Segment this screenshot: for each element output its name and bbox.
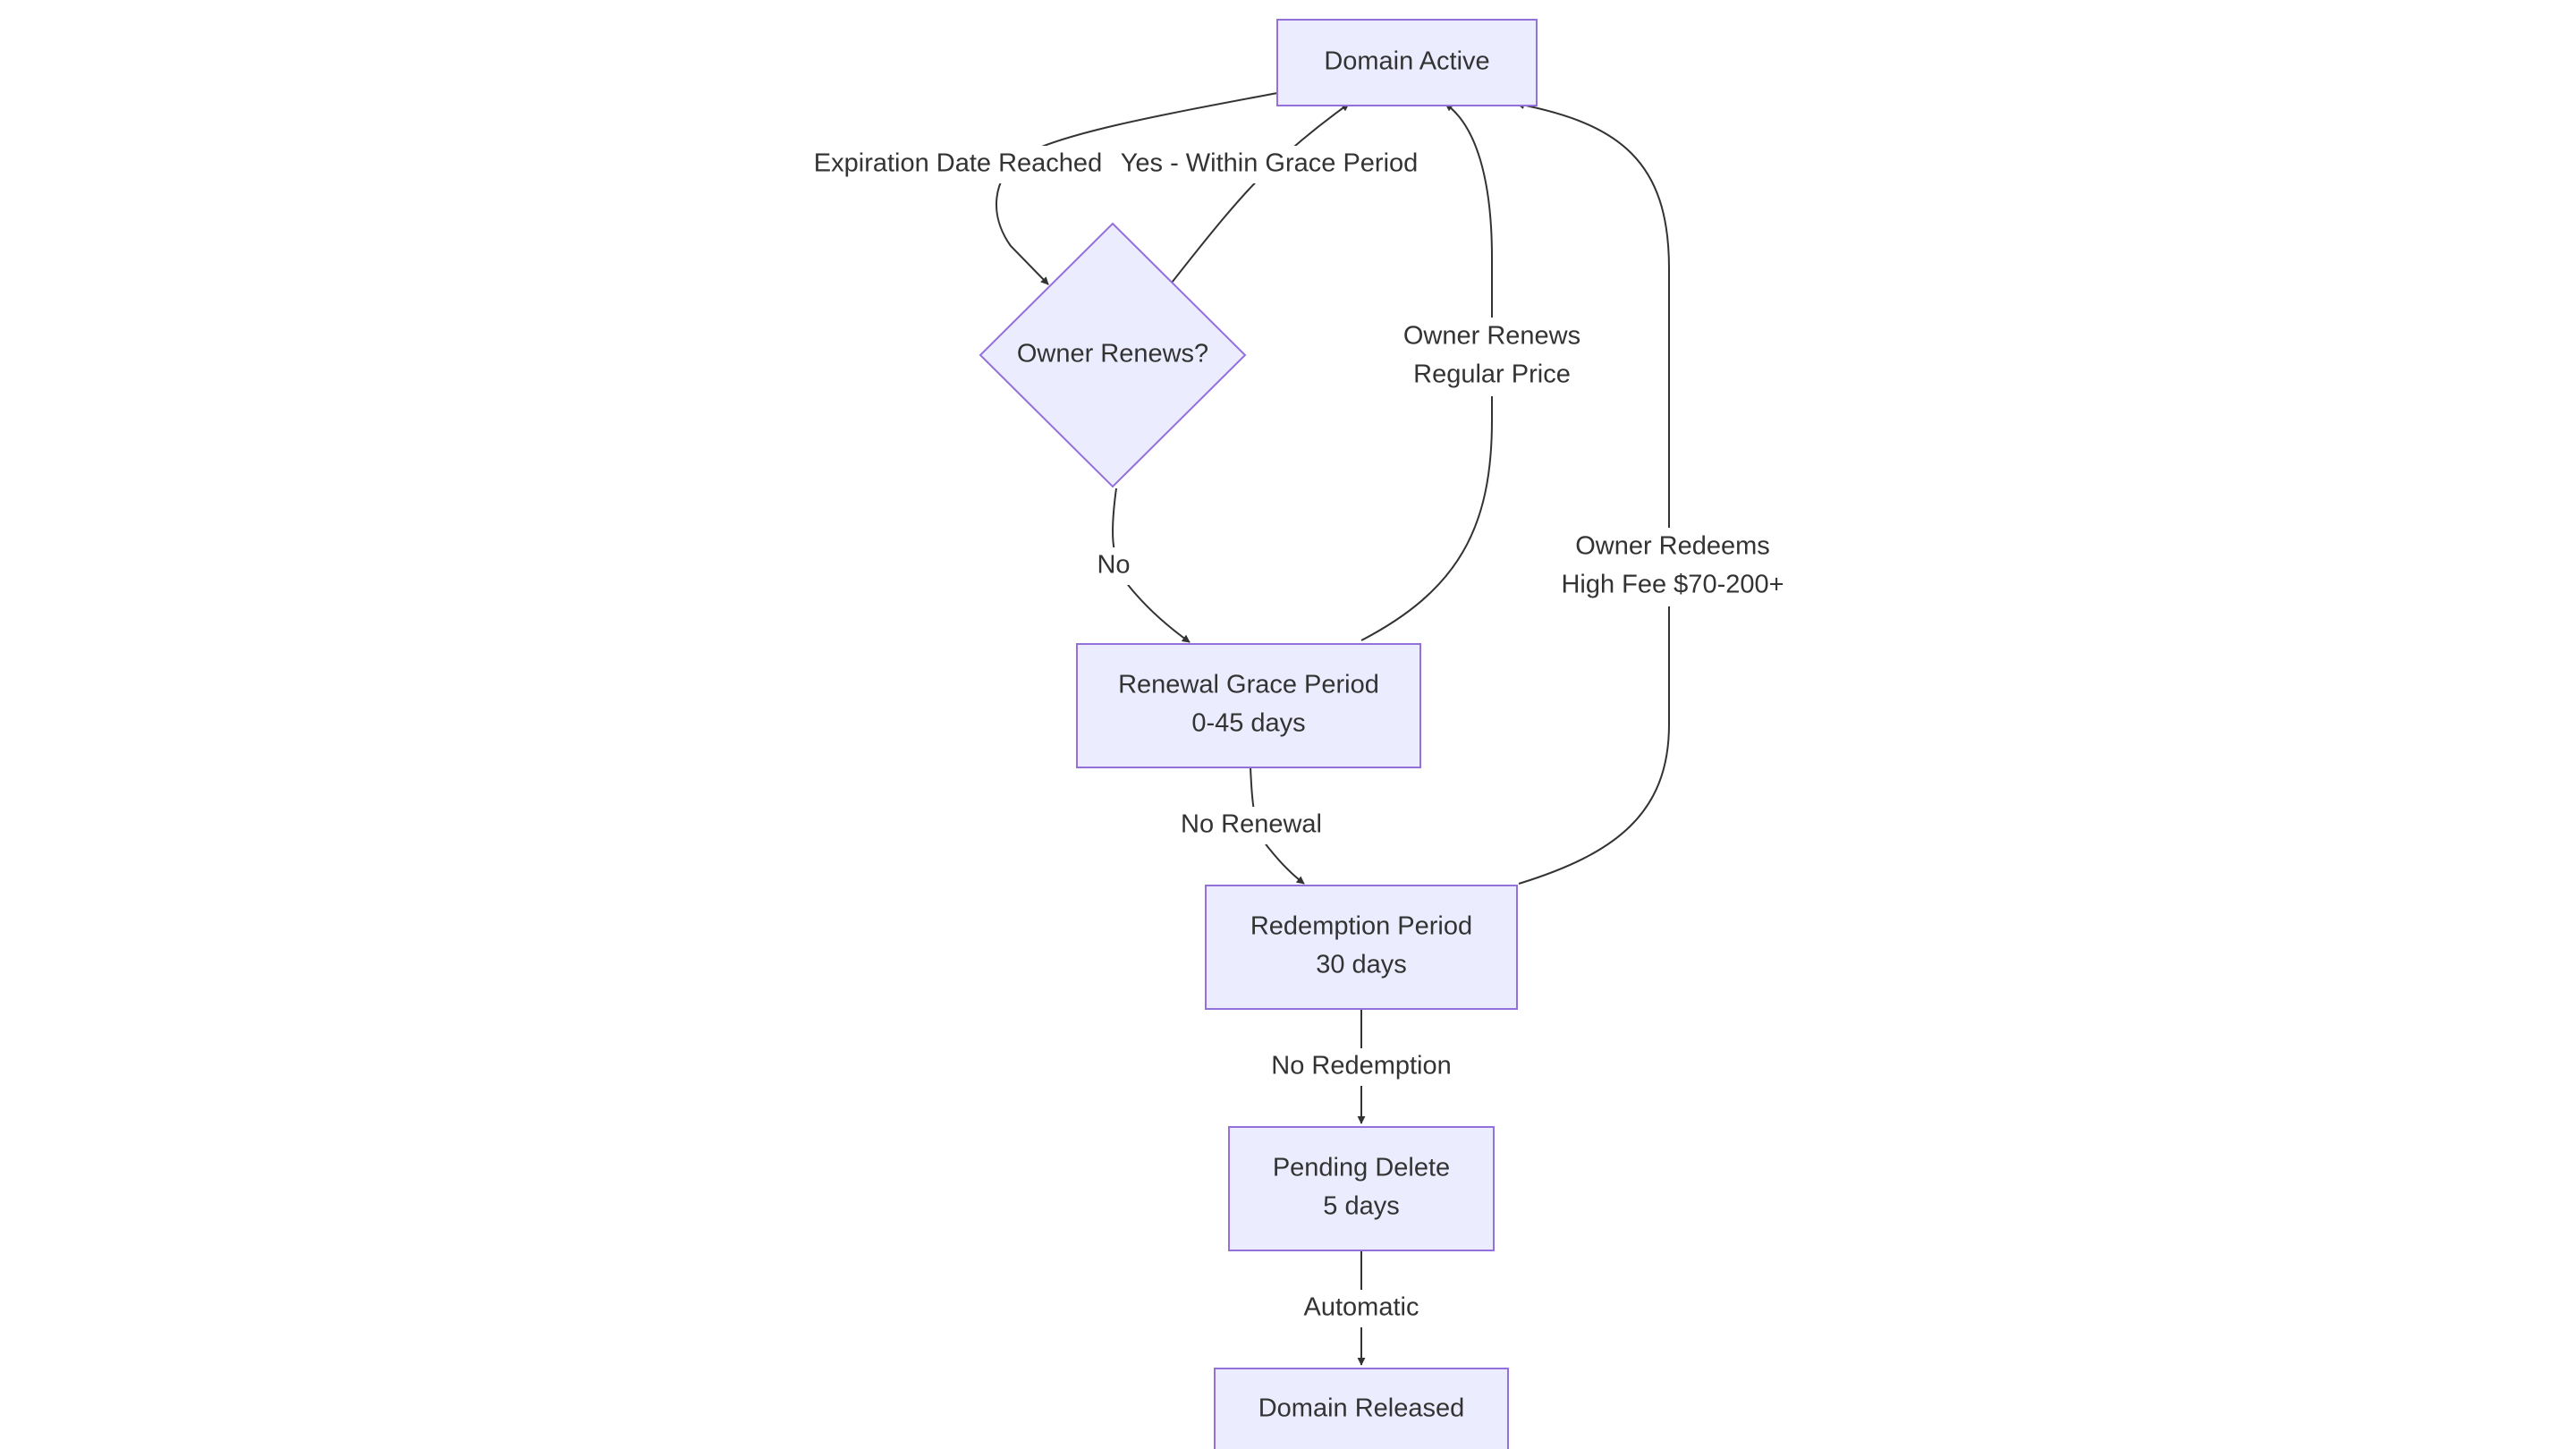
node-renewal-grace-period[interactable]: Renewal Grace Period 0-45 days bbox=[1076, 643, 1421, 768]
edge-label-no-redemption: No Redemption bbox=[1268, 1048, 1454, 1086]
svg-text:No Renewal: No Renewal bbox=[1181, 810, 1322, 839]
svg-text:Owner Renews: Owner Renews bbox=[1403, 322, 1580, 351]
edge-label-yes-within-grace: Yes - Within Grace Period bbox=[1121, 146, 1419, 183]
node-owner-renews-label: Owner Renews? bbox=[1017, 340, 1208, 369]
node-domain-active[interactable]: Domain Active bbox=[1276, 19, 1538, 106]
svg-text:Owner Redeems: Owner Redeems bbox=[1575, 532, 1770, 561]
node-pending-delete-line1: Pending Delete bbox=[1273, 1154, 1450, 1182]
edge-yes-within-grace bbox=[1171, 103, 1350, 284]
node-grace-period-line1: Renewal Grace Period bbox=[1118, 671, 1379, 699]
edge-owner-renews-regular bbox=[1360, 103, 1493, 641]
svg-text:Regular Price: Regular Price bbox=[1413, 360, 1571, 389]
node-domain-released[interactable]: Domain Released bbox=[1214, 1368, 1509, 1449]
node-domain-released-label: Domain Released bbox=[1258, 1394, 1465, 1423]
node-pending-delete-line2: 5 days bbox=[1323, 1192, 1399, 1221]
svg-text:No: No bbox=[1097, 551, 1130, 580]
node-redemption-line2: 30 days bbox=[1316, 951, 1407, 979]
edge-no bbox=[1112, 487, 1191, 643]
svg-text:Expiration Date Reached: Expiration Date Reached bbox=[814, 149, 1102, 178]
edge-label-no: No bbox=[1093, 547, 1134, 585]
svg-text:Yes - Within Grace Period: Yes - Within Grace Period bbox=[1121, 149, 1419, 178]
svg-text:No Redemption: No Redemption bbox=[1271, 1052, 1452, 1080]
edge-label-no-renewal: No Renewal bbox=[1179, 807, 1324, 844]
svg-text:Automatic: Automatic bbox=[1304, 1293, 1419, 1322]
edge-no-renewal bbox=[1250, 767, 1305, 885]
node-redemption-period[interactable]: Redemption Period 30 days bbox=[1205, 885, 1518, 1010]
svg-text:High Fee $70-200+: High Fee $70-200+ bbox=[1561, 571, 1784, 599]
edge-label-owner-redeems: Owner Redeems High Fee $70-200+ bbox=[1561, 528, 1784, 606]
node-pending-delete[interactable]: Pending Delete 5 days bbox=[1228, 1126, 1495, 1251]
node-domain-active-label: Domain Active bbox=[1324, 47, 1489, 76]
edge-label-expiration: Expiration Date Reached bbox=[814, 146, 1102, 183]
node-grace-period-line2: 0-45 days bbox=[1191, 709, 1305, 738]
node-redemption-line1: Redemption Period bbox=[1250, 912, 1472, 941]
edge-owner-redeems bbox=[1516, 101, 1670, 885]
node-owner-renews-decision[interactable]: Owner Renews? bbox=[979, 222, 1247, 488]
edge-label-automatic: Automatic bbox=[1299, 1290, 1424, 1327]
edge-label-owner-renews-regular: Owner Renews Regular Price bbox=[1403, 318, 1580, 396]
